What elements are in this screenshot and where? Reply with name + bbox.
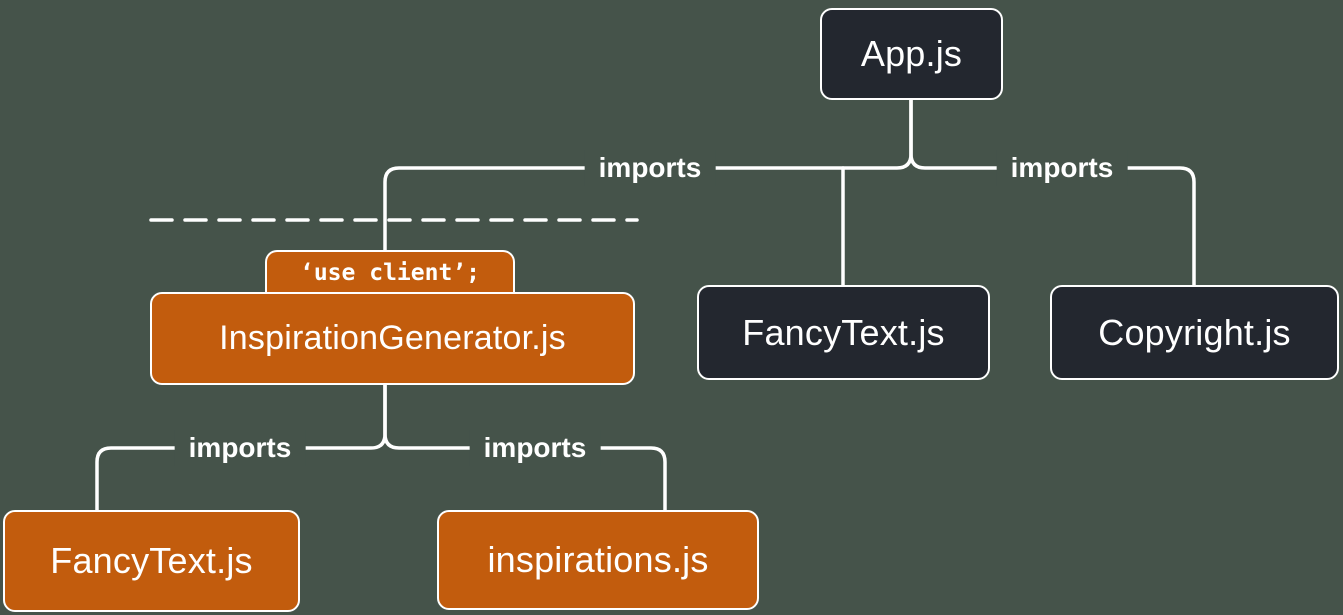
node-copyright-js: Copyright.js	[1050, 285, 1339, 380]
node-inspiration-generator-js: InspirationGenerator.js	[150, 292, 635, 385]
node-fancytext-js-client: FancyText.js	[3, 510, 300, 612]
node-inspirations-js: inspirations.js	[437, 510, 759, 610]
node-inspiration-generator-js-label: InspirationGenerator.js	[219, 319, 566, 357]
node-copyright-js-label: Copyright.js	[1098, 311, 1291, 353]
edge-label-imports-inspiration-generator: imports	[584, 150, 716, 186]
edge-label-imports-fancytext: imports	[174, 430, 306, 466]
use-client-directive-badge: ‘use client’;	[265, 250, 515, 294]
node-inspirations-js-label: inspirations.js	[487, 539, 709, 580]
node-app-js: App.js	[820, 8, 1003, 100]
edge-app-to-copyright	[909, 98, 1196, 287]
use-client-directive-text: ‘use client’;	[299, 260, 480, 286]
node-fancytext-js-server: FancyText.js	[697, 285, 990, 380]
node-app-js-label: App.js	[860, 33, 963, 74]
node-fancytext-js-client-label: FancyText.js	[50, 540, 253, 581]
edge-label-imports-inspirations: imports	[469, 430, 601, 466]
node-fancytext-js-server-label: FancyText.js	[742, 311, 945, 353]
edge-label-imports-copyright: imports	[996, 150, 1128, 186]
